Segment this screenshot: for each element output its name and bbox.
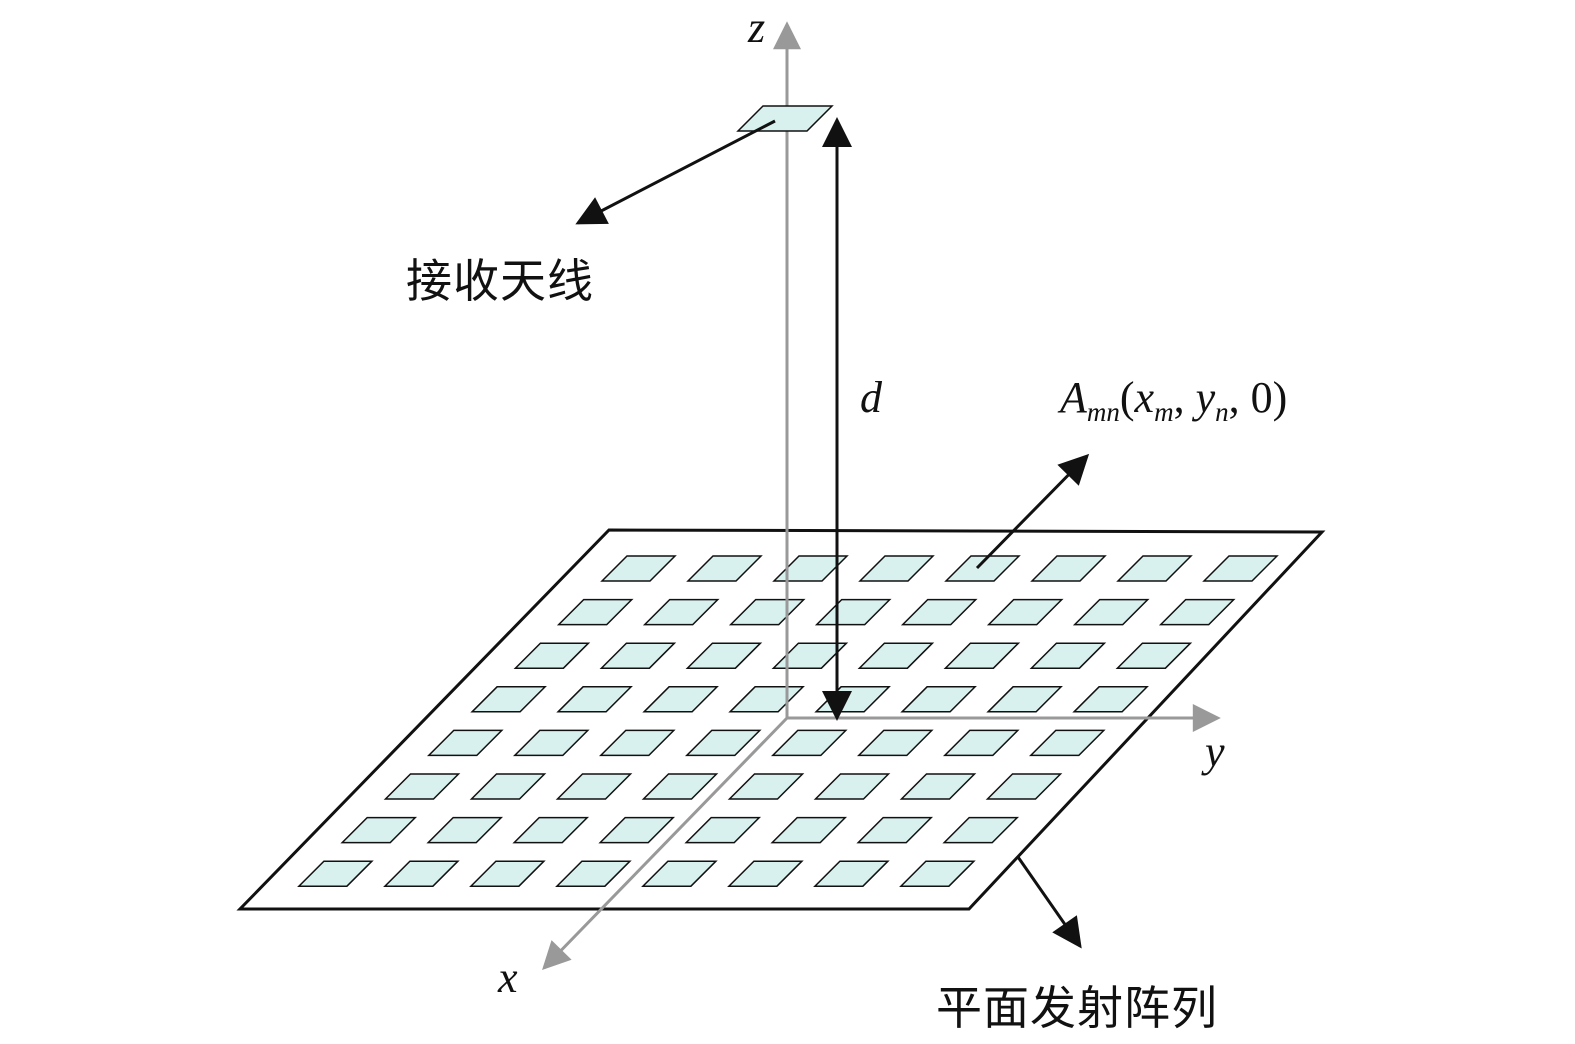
- array-element-patch: [943, 642, 1021, 669]
- array-element-patch: [900, 686, 977, 713]
- array-element-patch: [512, 729, 590, 757]
- array-plate: [236, 528, 1326, 911]
- array-element-patch: [942, 816, 1020, 844]
- receiver-antenna-label: 接收天线: [406, 254, 594, 308]
- array-element-patch: [857, 642, 935, 669]
- array-element-patch: [556, 598, 634, 626]
- array-element-patch: [297, 860, 374, 887]
- array-element-patch: [641, 773, 719, 800]
- array-element-patch: [513, 642, 591, 669]
- array-element-patch: [900, 598, 978, 626]
- element-pointer-arrow: [975, 453, 1090, 570]
- array-element-patch: [599, 642, 677, 669]
- receiver-pointer-arrow: [575, 119, 776, 225]
- array-element-patch: [856, 729, 934, 757]
- array-element-patch: [1029, 642, 1107, 669]
- array-element-patch: [598, 729, 676, 757]
- planar-array-label: 平面发射阵列: [936, 981, 1218, 1035]
- formula-base-sub: mn: [1086, 397, 1120, 427]
- array-element-patch: [642, 598, 720, 626]
- array-element-patch: [770, 729, 848, 757]
- array-element-patch: [686, 555, 763, 582]
- array-element-patch: [426, 729, 504, 757]
- element-coordinate-label: Amn(xm, yn, 0): [1060, 376, 1287, 426]
- formula-sep1: ,: [1173, 373, 1196, 422]
- x-axis-label: x: [498, 953, 518, 1002]
- array-element-patch: [684, 729, 762, 757]
- array-element-patch: [727, 860, 804, 887]
- array-element-patch: [1072, 598, 1150, 626]
- formula-x: x: [1134, 373, 1155, 422]
- array-element-patch: [340, 816, 418, 844]
- formula-sep2: ,: [1228, 373, 1251, 422]
- array-elements: [297, 555, 1279, 887]
- y-axis-label: y: [1205, 727, 1225, 776]
- array-element-patch: [1028, 729, 1106, 757]
- array-element-patch: [642, 686, 719, 713]
- array-element-patch: [684, 816, 762, 844]
- array-element-patch: [942, 729, 1020, 757]
- array-element-patch: [555, 860, 632, 887]
- array-element-patch: [727, 773, 805, 800]
- array-element-patch: [383, 860, 460, 887]
- array-element-patch: [986, 598, 1064, 626]
- distance-label: d: [860, 373, 882, 422]
- array-element-patch: [1158, 598, 1236, 626]
- array-element-patch: [1030, 555, 1107, 582]
- array-element-patch: [598, 816, 676, 844]
- array-element-patch: [944, 555, 1021, 582]
- array-element-patch: [469, 860, 546, 887]
- array-element-patch: [1072, 686, 1149, 713]
- z-axis-label: z: [748, 3, 766, 52]
- array-element-patch: [856, 816, 934, 844]
- formula-y: y: [1195, 373, 1216, 422]
- array-element-patch: [426, 816, 504, 844]
- formula-zero: 0: [1250, 373, 1273, 422]
- array-element-patch: [512, 816, 590, 844]
- array-element-patch: [770, 816, 848, 844]
- array-element-patch: [899, 860, 976, 887]
- array-element-patch: [899, 773, 977, 800]
- receiver-patch: [736, 105, 834, 132]
- formula-x-sub: m: [1154, 397, 1174, 427]
- array-element-patch: [1116, 555, 1193, 582]
- array-element-patch: [383, 773, 461, 800]
- array-element-patch: [556, 686, 633, 713]
- array-element-patch: [1115, 642, 1193, 669]
- array-element-patch: [470, 686, 547, 713]
- formula-open: (: [1119, 373, 1135, 422]
- array-element-patch: [555, 773, 633, 800]
- array-element-patch: [813, 860, 890, 887]
- array-element-patch: [813, 773, 891, 800]
- formula-y-sub: n: [1215, 397, 1229, 427]
- formula-close: ): [1272, 373, 1288, 422]
- array-element-patch: [858, 555, 935, 582]
- array-element-patch: [985, 773, 1063, 800]
- array-element-patch: [600, 555, 677, 582]
- array-pointer-arrow: [1016, 856, 1082, 949]
- array-element-patch: [469, 773, 547, 800]
- formula-base: A: [1060, 373, 1087, 422]
- array-element-patch: [685, 642, 763, 669]
- array-element-patch: [986, 686, 1063, 713]
- array-element-patch: [641, 860, 718, 887]
- x-axis: [542, 716, 789, 971]
- array-element-patch: [1202, 555, 1279, 582]
